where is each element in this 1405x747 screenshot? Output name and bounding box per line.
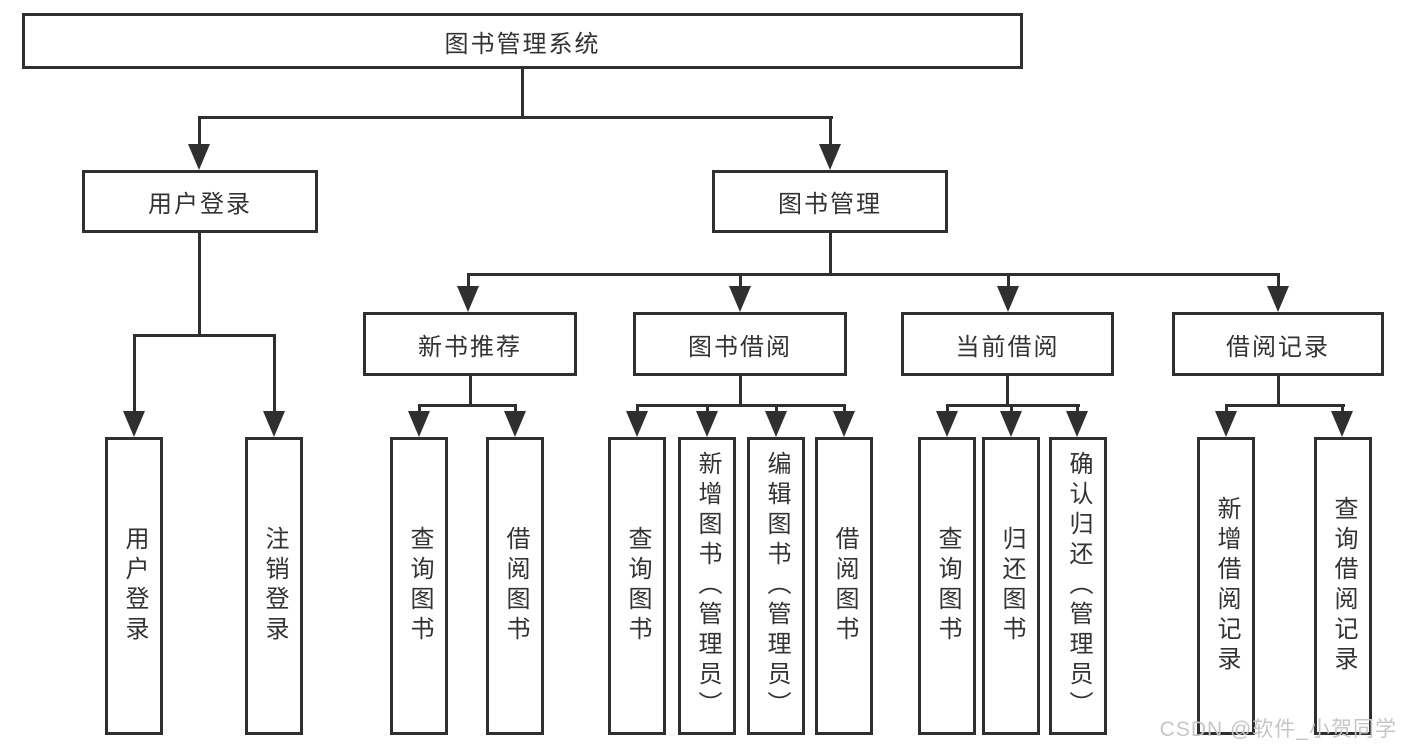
node-label: 确认归还（管理员）: [1065, 451, 1092, 721]
leaf-confirm-return-admin: 确认归还（管理员）: [1049, 437, 1107, 735]
node-label: 用户登录: [121, 526, 148, 646]
connector-line: [946, 404, 949, 414]
connector-line: [843, 404, 846, 414]
connector-arrowhead: [1000, 411, 1022, 437]
node-library-management-system: 图书管理系统: [22, 13, 1023, 69]
node-label: 查询借阅记录: [1330, 496, 1357, 676]
csdn-watermark: CSDN @软件_小贺同学: [1159, 718, 1397, 741]
node-label: 图书管理系统: [444, 30, 601, 58]
connector-line: [514, 404, 517, 414]
connector-line: [775, 404, 778, 414]
connector-line: [133, 334, 276, 337]
connector-line: [467, 273, 470, 290]
connector-line: [198, 116, 833, 119]
connector-line: [946, 404, 1080, 407]
leaf-query-books-borrowing: 查询图书: [608, 437, 666, 735]
leaf-query-books-current: 查询图书: [918, 437, 976, 735]
node-borrowing-records: 借阅记录: [1172, 312, 1384, 376]
node-label: 借阅图书: [502, 526, 529, 646]
connector-arrowhead: [819, 144, 841, 170]
connector-line: [1007, 273, 1010, 290]
connector-line: [636, 404, 639, 414]
node-label: 新增借阅记录: [1213, 496, 1240, 676]
node-label: 查询图书: [624, 526, 651, 646]
connector-line: [467, 273, 1280, 276]
connector-arrowhead: [936, 411, 958, 437]
connector-line: [1006, 374, 1009, 407]
leaf-query-books-recommend: 查询图书: [390, 437, 448, 735]
connector-arrowhead: [696, 411, 718, 437]
node-label: 注销登录: [261, 526, 288, 646]
node-label: 当前借阅: [955, 333, 1060, 361]
connector-arrowhead: [408, 411, 430, 437]
connector-line: [636, 404, 846, 407]
connector-arrowhead: [626, 411, 648, 437]
connector-line: [273, 334, 276, 414]
connector-line: [1341, 404, 1344, 414]
connector-arrowhead: [1215, 411, 1237, 437]
leaf-return-books: 归还图书: [982, 437, 1040, 735]
connector-arrowhead: [729, 286, 751, 312]
connector-arrowhead: [123, 411, 145, 437]
node-current-borrowing: 当前借阅: [901, 312, 1114, 376]
node-label: 用户登录: [148, 191, 252, 218]
connector-line: [469, 374, 472, 407]
connector-line: [521, 66, 524, 119]
node-label: 借阅图书: [831, 526, 858, 646]
connector-line: [418, 404, 421, 414]
node-label: 借阅记录: [1226, 333, 1330, 361]
connector-line: [198, 116, 201, 148]
node-label: 图书借阅: [688, 333, 792, 361]
leaf-add-borrow-record: 新增借阅记录: [1197, 437, 1255, 735]
connector-arrowhead: [188, 144, 210, 170]
node-new-book-recommend: 新书推荐: [363, 312, 577, 376]
leaf-add-books-admin: 新增图书（管理员）: [678, 437, 736, 735]
connector-line: [1277, 374, 1280, 407]
node-label: 图书管理: [778, 191, 882, 218]
node-label: 查询图书: [934, 526, 961, 646]
connector-line: [1225, 404, 1345, 407]
leaf-borrow-books-recommend: 借阅图书: [486, 437, 544, 735]
connector-arrowhead: [1267, 286, 1289, 312]
leaf-logout: 注销登录: [245, 437, 303, 735]
connector-arrowhead: [833, 411, 855, 437]
connector-line: [739, 273, 742, 290]
node-label: 新增图书（管理员）: [694, 451, 721, 721]
node-book-borrowing: 图书借阅: [633, 312, 847, 376]
node-label: 编辑图书（管理员）: [763, 451, 790, 721]
leaf-user-login: 用户登录: [105, 437, 163, 735]
connector-arrowhead: [457, 286, 479, 312]
connector-line: [706, 404, 709, 414]
node-user-login: 用户登录: [82, 170, 318, 233]
connector-line: [418, 404, 517, 407]
node-label: 查询图书: [406, 526, 433, 646]
connector-arrowhead: [263, 411, 285, 437]
node-label: 新书推荐: [418, 333, 522, 361]
leaf-query-borrow-record: 查询借阅记录: [1314, 437, 1372, 735]
connector-line: [829, 116, 832, 148]
connector-line: [1277, 273, 1280, 290]
connector-arrowhead: [765, 411, 787, 437]
connector-line: [739, 374, 742, 407]
connector-line: [133, 334, 136, 414]
connector-arrowhead: [997, 286, 1019, 312]
connector-line: [1010, 404, 1013, 414]
connector-arrowhead: [504, 411, 526, 437]
leaf-edit-books-admin: 编辑图书（管理员）: [747, 437, 805, 735]
connector-line: [1225, 404, 1228, 414]
connector-line: [829, 231, 832, 276]
connector-arrowhead: [1066, 411, 1088, 437]
node-label: 归还图书: [998, 526, 1025, 646]
connector-line: [1076, 404, 1079, 414]
node-book-management: 图书管理: [712, 170, 948, 233]
leaf-borrow-books-borrowing: 借阅图书: [815, 437, 873, 735]
connector-line: [198, 231, 201, 337]
connector-arrowhead: [1331, 411, 1353, 437]
